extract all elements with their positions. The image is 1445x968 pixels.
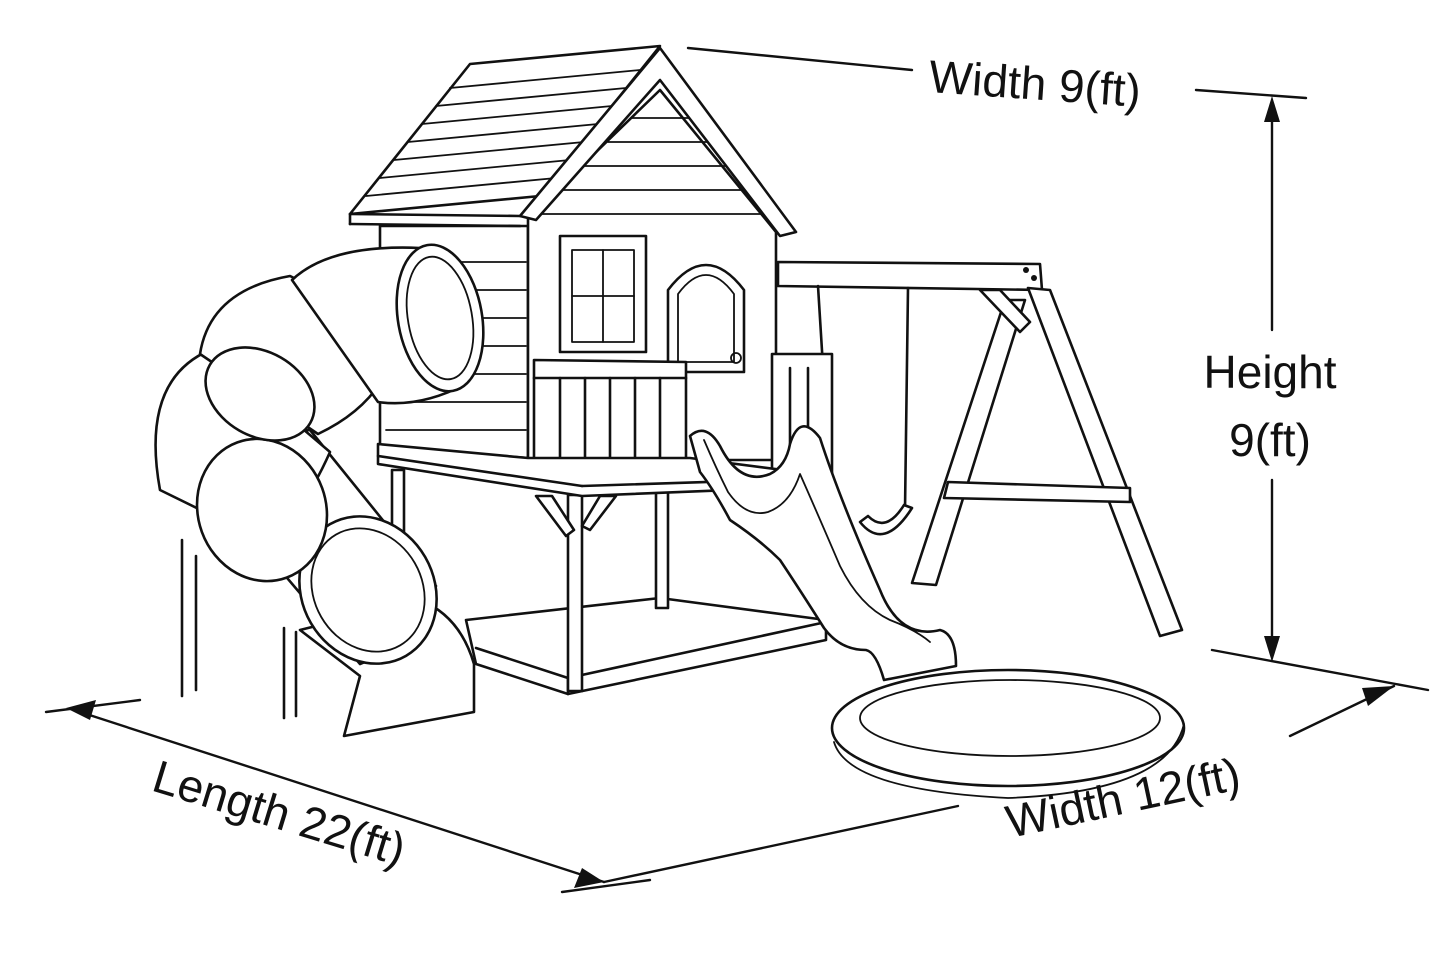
width-top-label: Width 9(ft) [927, 50, 1142, 117]
swing-seat [858, 503, 914, 536]
playhouse [348, 44, 834, 498]
pool [830, 668, 1186, 799]
wave-slide [688, 425, 958, 682]
height-label-line1: Height [1204, 346, 1337, 398]
platform-base [390, 468, 828, 696]
length-label: Length 22(ft) [147, 750, 412, 876]
height-label-line2: 9(ft) [1229, 414, 1311, 466]
swing-set [776, 260, 1184, 638]
dimension-lines [44, 46, 1430, 894]
tube-slide [154, 243, 485, 738]
